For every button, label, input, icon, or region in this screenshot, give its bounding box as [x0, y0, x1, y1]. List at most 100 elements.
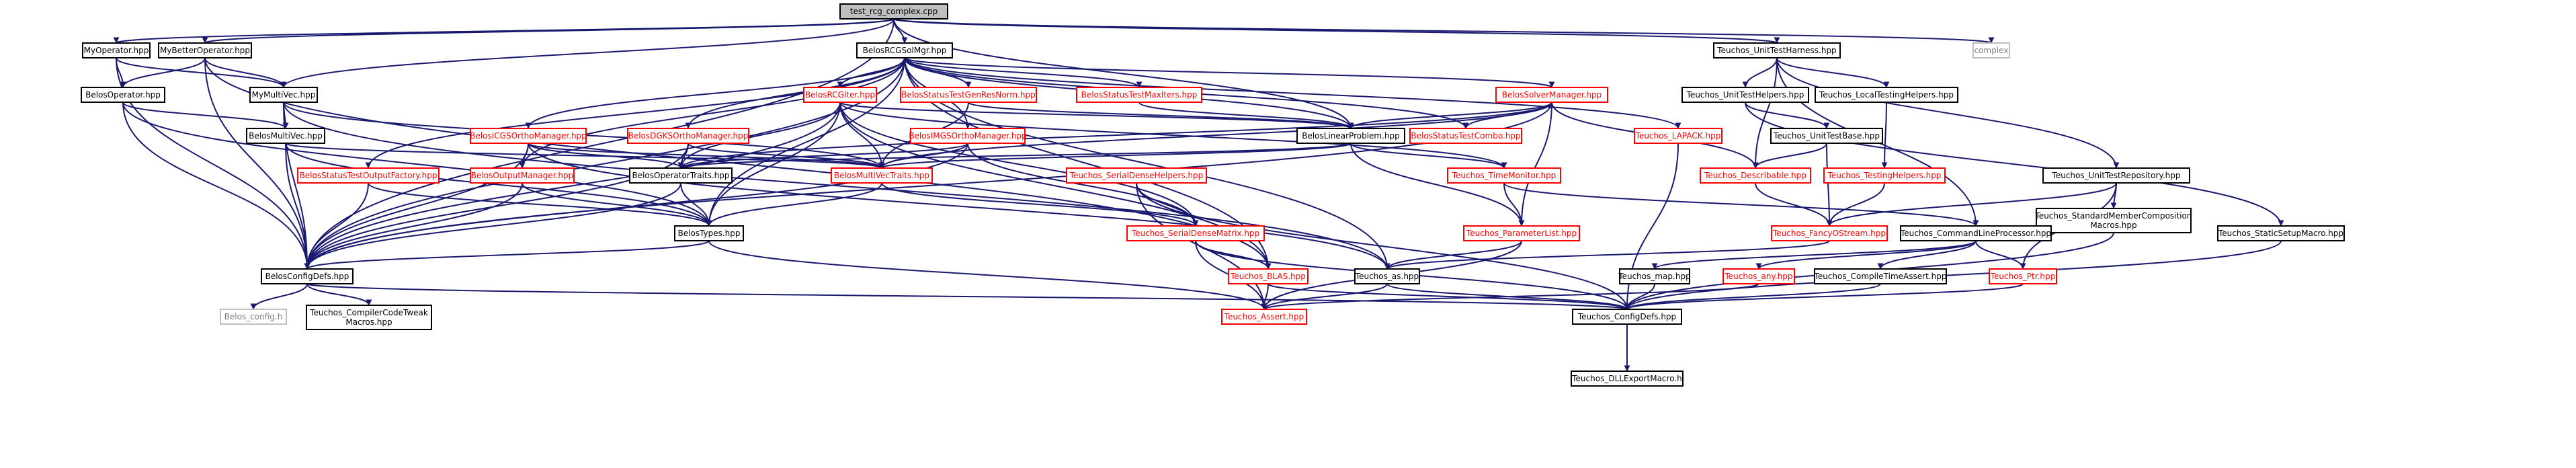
node-testinghelpers[interactable]: Teuchos_TestingHelpers.hpp — [1823, 167, 1946, 184]
edge-linproblem-to-optraits — [677, 143, 1352, 169]
node-rcgsolmgr[interactable]: BelosRCGSolMgr.hpp — [856, 42, 953, 58]
node-complex[interactable]: complex — [1972, 42, 2010, 58]
node-label-teuchosas: Teuchos_as.hpp — [1355, 272, 1419, 281]
node-belosconfigh[interactable]: Belos_config.h — [220, 309, 287, 325]
node-teuchosany[interactable]: Teuchos_any.hpp — [1722, 268, 1795, 284]
node-solvermgr[interactable]: BelosSolverManager.hpp — [1495, 87, 1608, 103]
node-lapack[interactable]: Teuchos_LAPACK.hpp — [1634, 128, 1722, 144]
node-label-localtesting: Teuchos_LocalTestingHelpers.hpp — [1819, 90, 1954, 100]
node-stdmember[interactable]: Teuchos_StandardMemberCompositionMacros.… — [2035, 208, 2192, 233]
node-blas[interactable]: Teuchos_BLAS.hpp — [1228, 268, 1308, 284]
edge-linproblem-to-timemonitor — [1350, 143, 1507, 169]
edge-solvermgr-to-paramlist — [1518, 102, 1552, 227]
edges-layer — [114, 18, 2284, 372]
node-box-timemonitor — [1447, 167, 1561, 184]
node-box-localtesting — [1815, 87, 1958, 103]
edge-teuchosptr-to-teuchosconfig — [1624, 283, 2024, 310]
edge-rcgsolmgr-to-icgs — [525, 57, 905, 129]
edge-teuchosas-to-teuchosassert — [1261, 283, 1388, 310]
node-localtesting[interactable]: Teuchos_LocalTestingHelpers.hpp — [1815, 87, 1958, 103]
edge-mymultivec-to-teuchosas — [283, 102, 1390, 270]
edge-rcgiter-to-optraits — [677, 102, 841, 169]
edge-optraits-to-belosconfig — [304, 182, 681, 270]
edge-compiletimeassert-to-teuchosconfig — [1624, 283, 1881, 310]
node-linproblem[interactable]: BelosLinearProblem.hpp — [1296, 128, 1405, 144]
edge-mybetter-to-belosconfig — [204, 57, 310, 270]
node-compiletimeassert[interactable]: Teuchos_CompileTimeAssert.hpp — [1814, 268, 1947, 284]
edge-root-to-mymultivec — [280, 18, 895, 88]
node-belosmultivec[interactable]: BelosMultiVec.hpp — [246, 128, 325, 144]
edge-solvermgr-to-optraits — [677, 102, 1552, 169]
node-outmgr[interactable]: BelosOutputManager.hpp — [470, 167, 575, 184]
node-teuchosassert[interactable]: Teuchos_Assert.hpp — [1221, 309, 1307, 325]
edge-describable-to-fancyostream — [1755, 182, 1833, 227]
node-box-lapack — [1634, 128, 1722, 144]
node-label-teuchosmap: Teuchos_map.hpp — [1618, 272, 1690, 281]
node-sdhelpers[interactable]: Teuchos_SerialDenseHelpers.hpp — [1066, 167, 1207, 184]
node-mvtraits[interactable]: BelosMultiVecTraits.hpp — [831, 167, 933, 184]
node-dllexport[interactable]: Teuchos_DLLExportMacro.h — [1571, 370, 1684, 387]
node-unittesthelpers[interactable]: Teuchos_UnitTestHelpers.hpp — [1681, 87, 1809, 103]
node-genresnorm[interactable]: BelosStatusTestGenResNorm.hpp — [900, 87, 1037, 103]
node-box-belosmultivec — [246, 128, 325, 144]
node-staticsetup[interactable]: Teuchos_StaticSetupMacro.hpp — [2217, 225, 2345, 241]
node-maxiters[interactable]: BelosStatusTestMaxIters.hpp — [1076, 87, 1202, 103]
edge-unittestharness-to-unittesthelpers — [1742, 57, 1778, 88]
node-label-maxiters: BelosStatusTestMaxIters.hpp — [1081, 90, 1198, 100]
node-root[interactable]: test_rcg_complex.cpp — [839, 3, 948, 20]
edge-testinghelpers-to-fancyostream — [1826, 182, 1885, 227]
edge-cmdline-to-teuchosmap — [1651, 240, 1977, 270]
node-optraits[interactable]: BelosOperatorTraits.hpp — [629, 167, 733, 184]
node-fancyostream[interactable]: Teuchos_FancyOStream.hpp — [1771, 225, 1888, 241]
node-combo[interactable]: BelosStatusTestCombo.hpp — [1409, 128, 1522, 144]
node-box-teuchosmap — [1619, 268, 1690, 284]
node-unittestrepo[interactable]: Teuchos_UnitTestRepository.hpp — [2042, 167, 2190, 184]
node-dgks[interactable]: BelosDGKSOrthoManager.hpp — [627, 128, 749, 144]
node-icgs[interactable]: BelosICGSOrthoManager.hpp — [470, 128, 587, 144]
node-paramlist[interactable]: Teuchos_ParameterList.hpp — [1463, 225, 1580, 241]
node-teuchosptr[interactable]: Teuchos_Ptr.hpp — [1989, 268, 2057, 284]
node-unittestharness[interactable]: Teuchos_UnitTestHarness.hpp — [1713, 42, 1841, 58]
node-label-mybetter: MyBetterOperator.hpp — [160, 46, 250, 55]
node-label-imgs: BelosIMGSOrthoManager.hpp — [909, 131, 1027, 141]
edge-paramlist-to-teuchosas — [1384, 240, 1522, 270]
node-box-testinghelpers — [1823, 167, 1946, 184]
node-box-serialdense — [1126, 225, 1265, 241]
edge-myop-to-mymultivec — [116, 57, 287, 88]
node-box-sdhelpers — [1066, 167, 1207, 184]
node-label-unittesthelpers: Teuchos_UnitTestHelpers.hpp — [1686, 90, 1804, 100]
node-imgs[interactable]: BelosIMGSOrthoManager.hpp — [909, 128, 1027, 144]
node-rcgiter[interactable]: BelosRCGIter.hpp — [803, 87, 877, 103]
node-box-optraits — [629, 167, 733, 184]
node-teuchosas[interactable]: Teuchos_as.hpp — [1354, 268, 1420, 284]
node-mybetter[interactable]: MyBetterOperator.hpp — [158, 42, 252, 58]
node-unittestbase[interactable]: Teuchos_UnitTestBase.hpp — [1770, 128, 1883, 144]
edge-outfactory-to-belosconfig — [304, 182, 369, 270]
node-box-outmgr — [470, 167, 575, 184]
node-belosop[interactable]: BelosOperator.hpp — [81, 87, 165, 103]
edge-outmgr-to-belosconfig — [304, 182, 523, 270]
node-box-imgs — [910, 128, 1026, 144]
edge-mybetter-to-belosop — [120, 57, 206, 88]
node-outfactory[interactable]: BelosStatusTestOutputFactory.hpp — [297, 167, 440, 184]
node-label-compilertweak-0: Teuchos_CompilerCodeTweak — [309, 308, 428, 317]
node-box-dgks — [627, 128, 749, 144]
node-teuchosmap[interactable]: Teuchos_map.hpp — [1618, 268, 1691, 284]
node-myop[interactable]: MyOperator.hpp — [82, 42, 151, 58]
edge-serialdense-to-blas — [1195, 240, 1272, 270]
node-label-combo: BelosStatusTestCombo.hpp — [1411, 131, 1520, 141]
node-belostypes[interactable]: BelosTypes.hpp — [674, 225, 744, 241]
edge-mybetter-to-mymultivec — [204, 57, 287, 88]
node-describable[interactable]: Teuchos_Describable.hpp — [1700, 167, 1811, 184]
node-label-icgs: BelosICGSOrthoManager.hpp — [470, 131, 587, 141]
node-timemonitor[interactable]: Teuchos_TimeMonitor.hpp — [1447, 167, 1561, 184]
node-belosconfig[interactable]: BelosConfigDefs.hpp — [261, 268, 354, 284]
node-mymultivec[interactable]: MyMultiVec.hpp — [249, 87, 318, 103]
node-cmdline[interactable]: Teuchos_CommandLineProcessor.hpp — [1900, 225, 2052, 241]
node-box-belosconfigh — [220, 309, 287, 325]
node-teuchosconfig[interactable]: Teuchos_ConfigDefs.hpp — [1572, 309, 1682, 325]
edge-maxiters-to-linproblem — [1138, 102, 1354, 129]
node-serialdense[interactable]: Teuchos_SerialDenseMatrix.hpp — [1126, 225, 1265, 241]
